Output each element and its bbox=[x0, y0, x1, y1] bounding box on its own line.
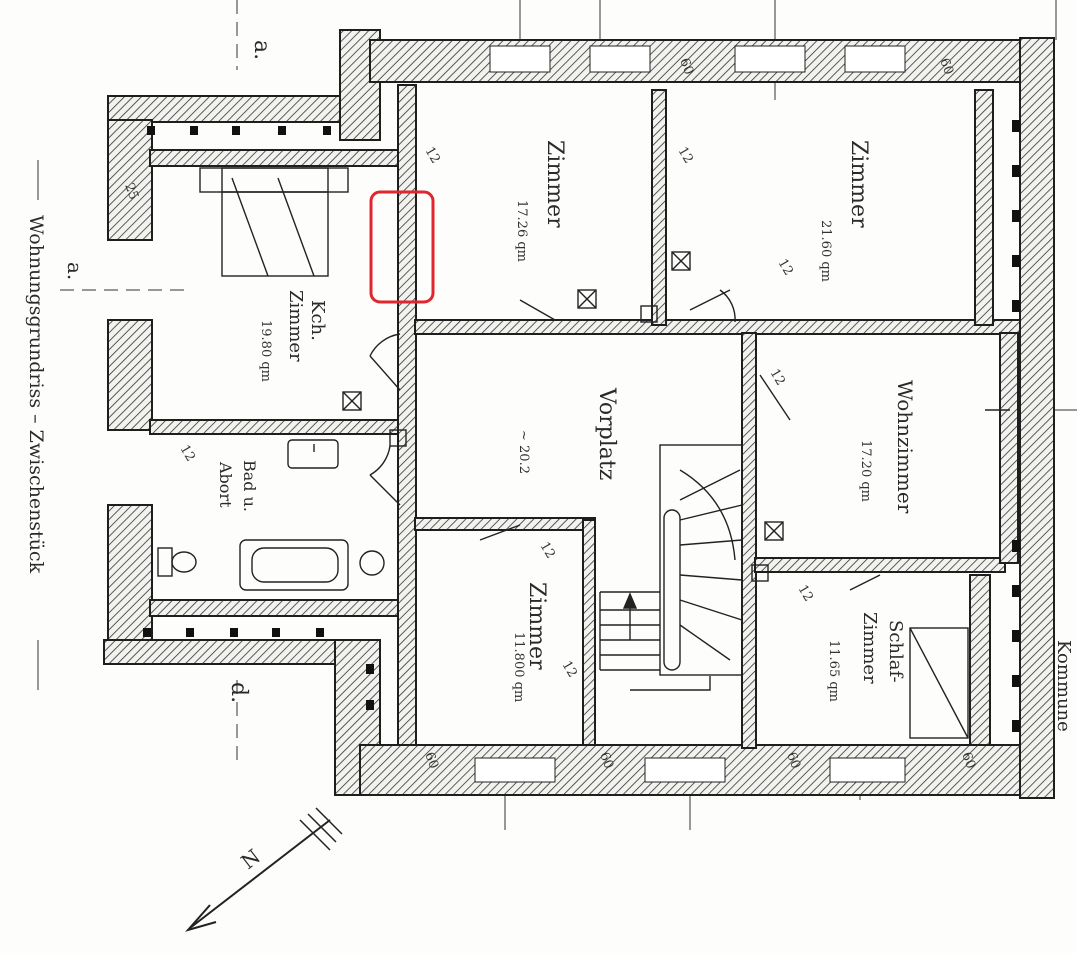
room-name: Zimmer bbox=[524, 582, 549, 670]
room-name: Wohnzimmer bbox=[893, 380, 917, 514]
wall-mark: 12 bbox=[422, 145, 443, 167]
wall-mark: 12 bbox=[537, 540, 558, 562]
wall-mark: 12 bbox=[795, 583, 816, 605]
highlight-box bbox=[369, 190, 435, 304]
room-name: Zimmer bbox=[846, 140, 871, 228]
north-label: N bbox=[236, 844, 265, 874]
room-zimmer-top: Zimmer 17.26 qm bbox=[514, 140, 567, 262]
wall-mark: 12 bbox=[775, 257, 796, 279]
room-area: 11.800 qm bbox=[511, 632, 526, 702]
room-name: Vorplatz bbox=[594, 387, 619, 480]
left-wing-walls bbox=[103, 95, 401, 665]
room-area: ~ 20.2 bbox=[516, 430, 531, 474]
north-arrow: N bbox=[184, 807, 343, 932]
wall-mark: 12 bbox=[675, 145, 696, 167]
room-kueche: Kch. Zimmer 19.80 qm bbox=[258, 290, 328, 382]
room-wohnzimmer: Wohnzimmer 17.20 qm bbox=[858, 380, 917, 514]
door-swings bbox=[369, 289, 1010, 591]
wall-mark: 60 bbox=[421, 750, 441, 771]
main-walls bbox=[334, 29, 1055, 799]
wall-mark: 12 bbox=[177, 443, 198, 465]
room-sub: Zimmer bbox=[859, 612, 880, 684]
room-sub: Zimmer bbox=[285, 290, 306, 362]
section-mark-a-left: a. bbox=[63, 262, 87, 280]
right-edge-text: Kommune bbox=[1053, 640, 1074, 732]
wall-mark: 60 bbox=[676, 56, 696, 77]
room-schlafzimmer: Schlaf- Zimmer 11.65 qm bbox=[826, 612, 906, 702]
section-mark-a-top: a. bbox=[249, 40, 274, 60]
wardrobe bbox=[909, 627, 969, 739]
wall-mark: 12 bbox=[767, 367, 788, 389]
wall-mark: 25 bbox=[121, 181, 141, 202]
wall-mark: 60 bbox=[958, 750, 978, 771]
room-name: Schlaf- bbox=[885, 620, 906, 683]
washbasin bbox=[287, 439, 339, 469]
room-area: 11.65 qm bbox=[826, 640, 841, 702]
side-title: Wohnungsgrundriss – Zwischenstück bbox=[25, 215, 47, 574]
stove bbox=[199, 167, 349, 277]
wall-marks: 12 12 12 12 12 12 12 12 60 60 60 60 60 6… bbox=[121, 56, 978, 771]
room-bad: Bad u. Abort bbox=[216, 460, 259, 512]
section-markers: a. a. d. bbox=[63, 40, 274, 703]
room-zimmer-big: Zimmer 21.60 qm bbox=[818, 140, 871, 282]
staircase bbox=[599, 444, 743, 691]
room-area: 21.60 qm bbox=[818, 220, 833, 282]
flue-boxes bbox=[342, 251, 784, 582]
toilet bbox=[157, 547, 197, 577]
room-vorplatz: Vorplatz ~ 20.2 bbox=[516, 387, 619, 480]
section-mark-d-bottom: d. bbox=[226, 682, 251, 703]
wall-mark: 12 bbox=[559, 659, 580, 681]
wall-mark: 60 bbox=[783, 750, 803, 771]
room-area: 19.80 qm bbox=[258, 320, 273, 382]
room-area: 17.20 qm bbox=[858, 440, 873, 502]
room-sub: Abort bbox=[216, 461, 235, 508]
room-name: Zimmer bbox=[542, 140, 567, 228]
wall-mark: 60 bbox=[596, 750, 616, 771]
wall-mark: 60 bbox=[936, 56, 956, 77]
room-area: 17.26 qm bbox=[514, 200, 529, 262]
room-name: Kch. bbox=[307, 300, 328, 341]
room-zimmer-bottom: Zimmer 11.800 qm bbox=[511, 582, 549, 702]
axis-lines bbox=[60, 0, 1077, 830]
bathtub bbox=[239, 539, 385, 591]
room-name: Bad u. bbox=[240, 460, 259, 512]
